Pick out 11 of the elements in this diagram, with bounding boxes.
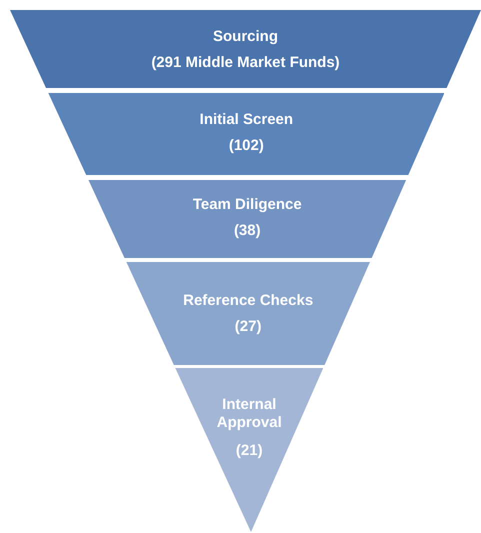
stage-title: Sourcing bbox=[212, 28, 278, 46]
stage-title: Team Diligence bbox=[192, 196, 302, 214]
funnel-stage bbox=[10, 10, 481, 88]
stage-title: Internal Approval bbox=[216, 396, 283, 432]
stage-title: Reference Checks bbox=[183, 292, 314, 310]
stage-title: Initial Screen bbox=[200, 111, 294, 129]
stage-count: (38) bbox=[234, 222, 261, 240]
stage-count: (102) bbox=[228, 137, 264, 155]
stage-count: (21) bbox=[236, 442, 263, 460]
stage-count: (291 Middle Market Funds) bbox=[151, 54, 340, 72]
stage-count: (27) bbox=[234, 318, 262, 336]
